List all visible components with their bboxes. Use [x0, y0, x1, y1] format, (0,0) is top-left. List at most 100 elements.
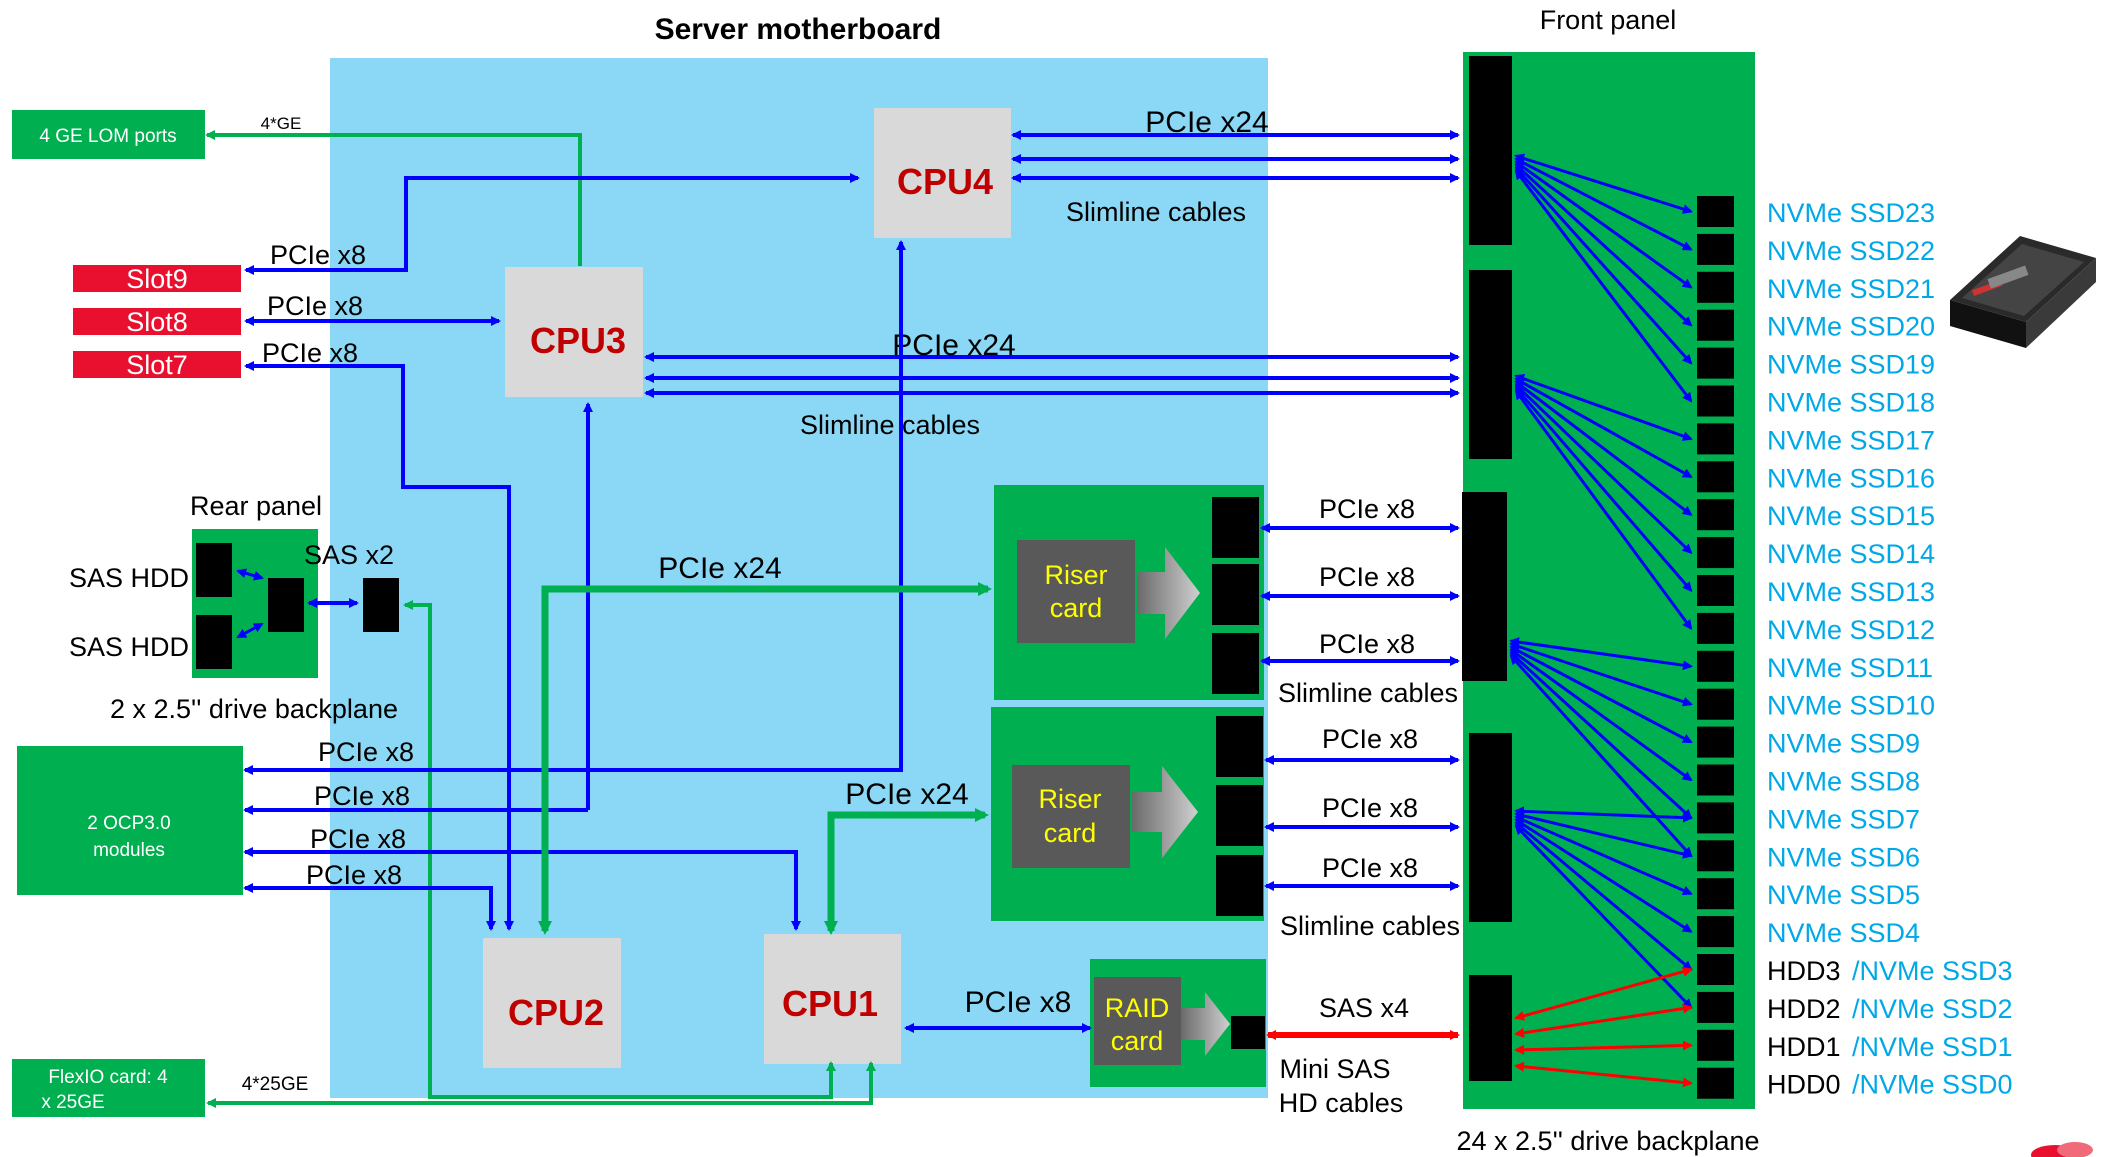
riser2-slimline-label: Slimline cables [1280, 911, 1460, 941]
riser1-input-link [538, 582, 992, 935]
flexio-label-1: FlexIO card: 4 [48, 1067, 168, 1088]
mini-sas-label-2: HD cables [1279, 1088, 1404, 1118]
drive-bay [1697, 461, 1734, 493]
slot8-link-label: PCIe x8 [267, 291, 363, 321]
riser2-link-a-label: PCIe x8 [1322, 724, 1418, 754]
nvme-ssd-label: NVMe SSD19 [1767, 350, 1935, 380]
sas-hdd-link [1514, 1003, 1693, 1038]
raid-connector [1231, 1016, 1265, 1049]
cpu3-label: CPU3 [530, 320, 626, 361]
rear-hdd-slot-2 [196, 615, 232, 669]
ocp-link-d-label: PCIe x8 [306, 860, 402, 890]
drive-bay [1697, 499, 1734, 531]
raid-input-label: PCIe x8 [965, 986, 1072, 1019]
nvme-ssd-label: NVMe SSD15 [1767, 501, 1935, 531]
drive-bay [1697, 802, 1734, 834]
raid-arrow [1181, 992, 1230, 1056]
drive-bay [1697, 840, 1734, 872]
nvme-ssd-label: NVMe SSD20 [1767, 312, 1935, 342]
lom-ports-label: 4 GE LOM ports [39, 126, 176, 147]
drive-bay [1697, 878, 1734, 910]
nvme-ssd-label: NVMe SSD16 [1767, 463, 1935, 493]
drive-bays [1697, 196, 1734, 1099]
drive-bay [1697, 423, 1734, 455]
cpu4-box [874, 108, 1011, 238]
drive-bay [1697, 916, 1734, 948]
slot9-label: Slot9 [126, 264, 188, 294]
hybrid-nvme-label: /NVMe SSD1 [1852, 1032, 2013, 1062]
riser2-slot-a [1216, 716, 1263, 777]
hybrid-nvme-label: /NVMe SSD3 [1852, 956, 2013, 986]
nvme-ssd-label: NVMe SSD14 [1767, 539, 1935, 569]
riser2-label-1: Riser [1038, 784, 1101, 814]
slot9-link-label: PCIe x8 [270, 240, 366, 270]
cpu3-slimline-label: Slimline cables [800, 410, 980, 440]
fanout-link [1514, 389, 1693, 631]
rear-backplane-connector [268, 578, 304, 632]
drive-bay [1697, 347, 1734, 379]
slot8-label: Slot8 [126, 307, 188, 337]
riser1-card [1017, 540, 1135, 643]
flexio-link [206, 1061, 876, 1108]
drive-bay [1697, 764, 1734, 796]
hdd-bay-label: HDD1 [1767, 1032, 1841, 1062]
riser1-label-1: Riser [1044, 560, 1107, 590]
ocp-link-d [243, 883, 496, 931]
riser2-slot-b [1216, 785, 1263, 846]
riser1-link-c-label: PCIe x8 [1319, 629, 1415, 659]
rear-hdd-slot-1 [196, 543, 232, 597]
drive-bay [1697, 575, 1734, 606]
backplane-fanout-lines [1509, 153, 1693, 1088]
front-connector-3 [1462, 492, 1507, 681]
riser2-input-link [824, 808, 989, 935]
nvme-ssd-label: NVMe SSD21 [1767, 274, 1935, 304]
nvme-ssd-device-image [1950, 236, 2096, 348]
slot7 [73, 351, 241, 378]
riser2-card [1012, 765, 1130, 868]
drive-bay [1697, 1067, 1734, 1099]
sas-hdd-link [1514, 1040, 1693, 1055]
riser1-slot-c [1212, 633, 1259, 694]
sas-x4-label: SAS x4 [1319, 993, 1409, 1023]
drive-bay [1697, 1029, 1734, 1061]
nvme-ssd-label: NVMe SSD23 [1767, 198, 1935, 228]
slot8 [73, 308, 241, 335]
rear-backplane-label: 2 x 2.5'' drive backplane [110, 694, 398, 724]
cpu2-label: CPU2 [508, 992, 604, 1033]
nvme-ssd-label: NVMe SSD8 [1767, 767, 1920, 797]
raid-label-2: card [1111, 1026, 1164, 1056]
nvme-ssd-label: NVMe SSD4 [1767, 918, 1920, 948]
ocp-modules-box [17, 746, 243, 895]
nvme-ssd-label: NVMe SSD11 [1767, 653, 1933, 683]
sas-x2-label: SAS x2 [304, 540, 394, 570]
lom-ports-box [12, 110, 205, 159]
front-connector-5 [1469, 975, 1512, 1081]
drive-bay [1697, 612, 1734, 644]
nvme-ssd-label: NVMe SSD12 [1767, 615, 1935, 645]
nvme-ssd-label: NVMe SSD10 [1767, 691, 1935, 721]
cpu3-front-label: PCIe x24 [892, 329, 1015, 362]
front-connector-4 [1469, 733, 1512, 922]
rear-hdd2-label: SAS HDD [69, 632, 189, 662]
slot7-link-label: PCIe x8 [262, 338, 358, 368]
cpu4-slimline-label: Slimline cables [1066, 197, 1246, 227]
nvme-ssd-label: NVMe SSD9 [1767, 729, 1920, 759]
ocp-link-a-label: PCIe x8 [318, 737, 414, 767]
front-connector-1 [1469, 56, 1512, 245]
rear-hdd1-label: SAS HDD [69, 563, 189, 593]
riser1-slot-a [1212, 497, 1259, 558]
riser1-arrow [1137, 547, 1200, 639]
riser1-slot-b [1212, 564, 1259, 625]
riser1-slimline-label: Slimline cables [1278, 678, 1458, 708]
nvme-ssd-label: NVMe SSD18 [1767, 388, 1935, 418]
riser1-link-b-label: PCIe x8 [1319, 562, 1415, 592]
hybrid-nvme-label: /NVMe SSD0 [1852, 1070, 2013, 1100]
drive-bay [1697, 954, 1734, 985]
drive-bay [1697, 271, 1734, 303]
flexio-label-2: x 25GE [41, 1092, 104, 1113]
riser2-slot-c [1216, 855, 1263, 916]
ocp-label-1: 2 OCP3.0 [87, 813, 170, 834]
raid-label-1: RAID [1105, 993, 1170, 1023]
